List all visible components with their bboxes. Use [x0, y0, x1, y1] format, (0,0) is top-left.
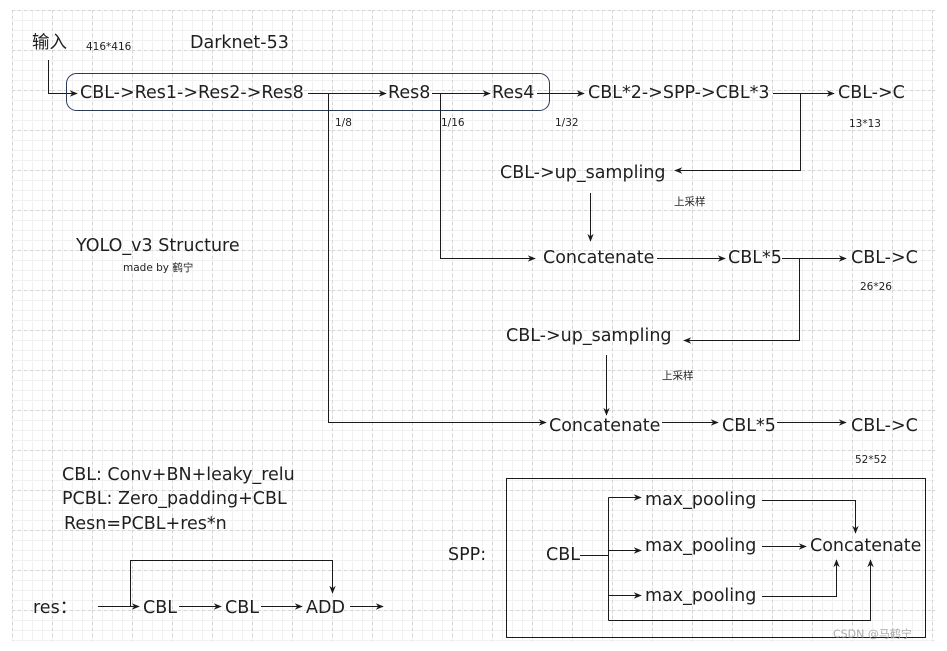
res-unit-cbl-2: CBL	[225, 598, 259, 618]
upsample-52-group: CBL->up_sampling 上采样	[506, 326, 694, 416]
scale-label-1-16: 1/16	[441, 117, 465, 129]
connector-pool-3-to-concat	[762, 559, 840, 597]
spp-max-pooling-3: max_pooling	[645, 586, 756, 606]
definition-resn: Resn=PCBL+res*n	[64, 514, 227, 534]
connector-res-skip-to-add	[130, 560, 336, 607]
scale-26-cbl5: CBL*5	[728, 248, 782, 268]
scale-52-output: CBL->C	[851, 416, 918, 436]
res-unit-cbl-1: CBL	[143, 598, 177, 618]
scale-26-branch: Concatenate CBL*5 CBL->C 26*26	[440, 93, 918, 344]
scale-26-size: 26*26	[860, 281, 892, 293]
spp-concatenate: Concatenate	[810, 536, 921, 556]
input-size-label: 416*416	[86, 41, 132, 53]
backbone-title: Darknet-53	[190, 33, 289, 53]
spp-max-pooling-1: max_pooling	[645, 490, 756, 510]
grid-background-major	[12, 10, 935, 641]
upsample-26-group: CBL->up_sampling 上采样	[500, 163, 706, 242]
input-group: 输入 416*416	[32, 33, 132, 97]
definitions-group: CBL: Conv+BN+leaky_relu PCBL: Zero_paddi…	[62, 465, 295, 534]
diagram-author: made by 鹤宁	[123, 261, 193, 274]
spp-max-pooling-2: max_pooling	[645, 536, 756, 556]
connector-input-to-backbone	[48, 60, 78, 97]
definition-cbl: CBL: Conv+BN+leaky_relu	[62, 465, 295, 485]
backbone-box	[66, 73, 550, 111]
backbone-res4: Res4	[492, 83, 534, 103]
definition-pcbl: PCBL: Zero_padding+CBL	[62, 489, 287, 509]
spp-box	[506, 478, 926, 638]
scale-13-branch: CBL*2->SPP->CBL*3 CBL->C 13*13	[588, 83, 905, 174]
watermark: CSDN @马鹤宁	[833, 627, 912, 641]
connector-neck-to-upsample-26	[674, 93, 801, 174]
diagram-title: YOLO_v3 Structure	[75, 236, 240, 256]
backbone-res8: Res8	[388, 83, 430, 103]
spp-input-cbl: CBL	[546, 545, 580, 565]
connector-res8-1-8-to-concat-52	[328, 93, 547, 426]
upsample-26-block: CBL->up_sampling	[500, 163, 666, 183]
upsample-26-note: 上采样	[674, 195, 706, 208]
backbone-group: Darknet-53 CBL->Res1->Res2->Res8 Res8 Re…	[66, 33, 585, 129]
connector-pool-1-to-concat	[762, 500, 859, 534]
res-unit-add: ADD	[306, 598, 345, 618]
scale-52-branch: Concatenate CBL*5 CBL->C 52*52	[328, 93, 918, 466]
spp-group: SPP: CBL max_pooling max_pooling max_poo…	[448, 478, 926, 638]
scale-label-1-8: 1/8	[335, 117, 352, 129]
spp-label: SPP:	[448, 545, 486, 565]
upsample-52-block: CBL->up_sampling	[506, 326, 672, 346]
scale-13-output: CBL->C	[838, 83, 905, 103]
res-unit-label: res：	[33, 598, 77, 618]
caption-group: YOLO_v3 Structure made by 鹤宁	[75, 236, 240, 274]
connector-cbl5-to-upsample-52	[683, 258, 800, 344]
upsample-52-note: 上采样	[662, 369, 694, 382]
res-unit-group: res： CBL CBL ADD	[33, 560, 384, 618]
scale-label-1-32: 1/32	[555, 117, 579, 129]
input-label: 输入	[32, 33, 67, 53]
scale-26-output: CBL->C	[851, 248, 918, 268]
scale-13-neck: CBL*2->SPP->CBL*3	[588, 83, 770, 103]
scale-52-concat: Concatenate	[549, 416, 660, 436]
backbone-stem: CBL->Res1->Res2->Res8	[80, 83, 304, 103]
scale-52-size: 52*52	[855, 454, 887, 466]
scale-52-cbl5: CBL*5	[722, 416, 776, 436]
scale-26-concat: Concatenate	[543, 248, 654, 268]
connector-res8-1-16-to-concat-26	[440, 93, 536, 262]
connector-spp-identity-to-concat	[608, 559, 874, 621]
scale-13-size: 13*13	[849, 118, 881, 130]
